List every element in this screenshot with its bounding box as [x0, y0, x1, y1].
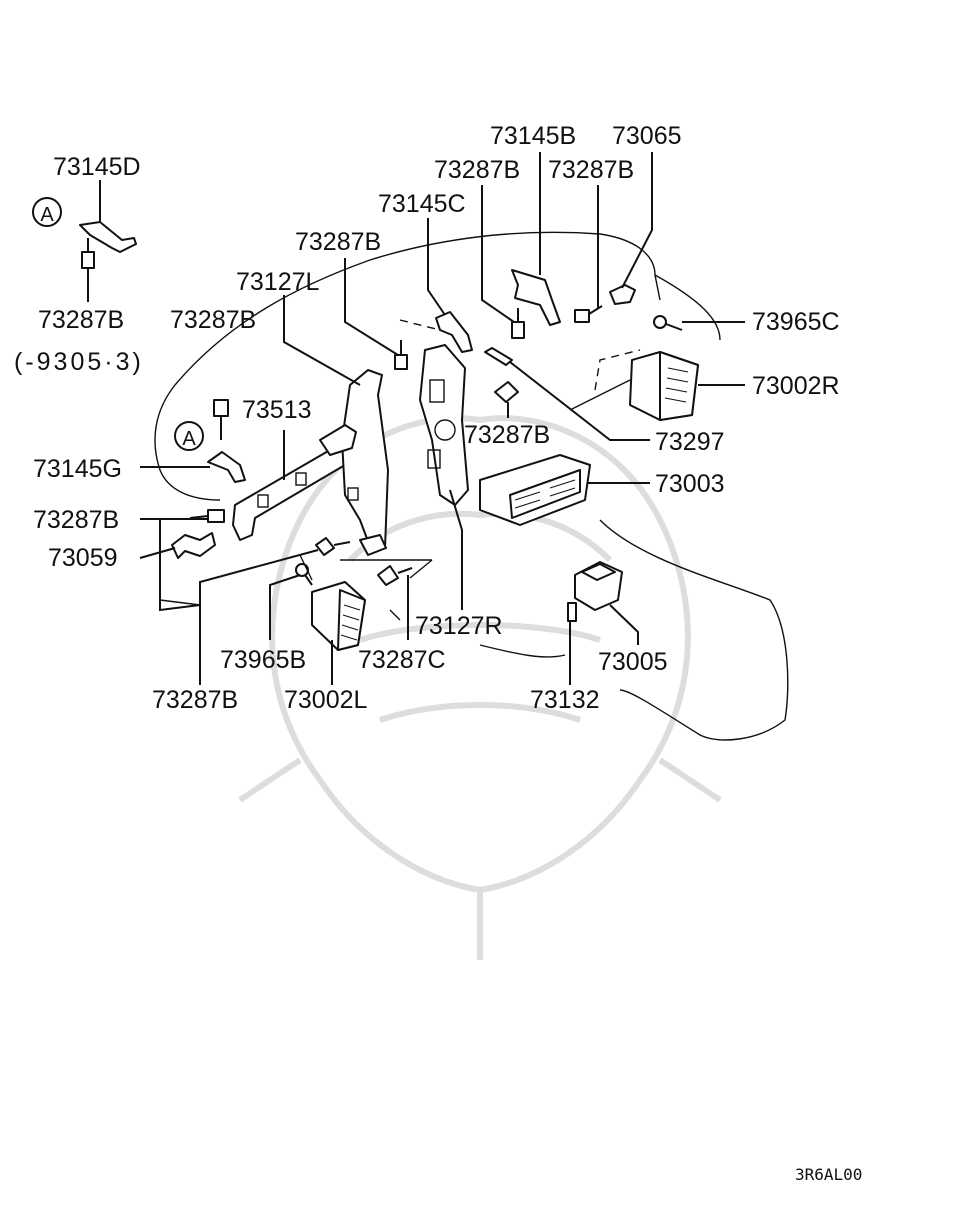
watermark-emblem: [238, 415, 722, 960]
label-73002l: 73002L: [284, 686, 368, 714]
bracket-73127l: [319, 369, 389, 556]
label-73003: 73003: [655, 470, 725, 498]
vent-73002r: [629, 351, 699, 421]
label-73059: 73059: [48, 544, 118, 572]
screw-73287b-e: [574, 305, 603, 323]
screw-73965c: [653, 315, 683, 331]
screw-73287b-g: [189, 509, 225, 523]
label-73287b-d: 73287B: [434, 156, 520, 184]
vent-73003: [479, 454, 591, 526]
label-73965b: 73965B: [220, 646, 306, 674]
label-73145b: 73145B: [490, 122, 576, 150]
screw-73297: [484, 347, 513, 366]
leader-lines: [87, 152, 745, 685]
label-73287b-f: 73287B: [464, 421, 550, 449]
label-73287b-b: 73287B: [170, 306, 256, 334]
bracket-73145c: [435, 311, 473, 353]
bracket-73145b: [511, 269, 561, 326]
label-73002r: 73002R: [752, 372, 840, 400]
bracket-73513: [232, 449, 351, 541]
clip-73059: [171, 532, 216, 559]
label-73065: 73065: [612, 122, 682, 150]
label-73287b-c: 73287B: [295, 228, 381, 256]
vent-73002l: [311, 581, 366, 651]
label-73287b-a: 73287B: [38, 306, 124, 334]
screw-73287b-f: [494, 381, 519, 418]
screw-73287b-h: [315, 537, 351, 556]
label-73005: 73005: [598, 648, 668, 676]
screw-73287b-a: [81, 238, 95, 269]
bracket-73145g: [207, 451, 246, 483]
label-73132: 73132: [530, 686, 600, 714]
clip-73132: [567, 602, 577, 622]
screw-73287c: [377, 565, 413, 586]
label-73127r: 73127R: [415, 612, 503, 640]
bracket-73127r: [419, 344, 469, 506]
callout-a-mid: A: [174, 421, 204, 451]
screw-73287b-d: [511, 308, 525, 339]
box-73005: [574, 561, 623, 611]
screw-73287b-b: [213, 399, 229, 440]
label-73287b-h: 73287B: [152, 686, 238, 714]
dashboard-outline: [154, 231, 789, 741]
label-73287b-g: 73287B: [33, 506, 119, 534]
label-73145d: 73145D: [53, 153, 141, 181]
label-73297: 73297: [655, 428, 725, 456]
callout-a-top: A: [32, 197, 62, 227]
label-73513: 73513: [242, 396, 312, 424]
footnote-date: (-9305·3): [14, 348, 144, 376]
label-73145g: 73145G: [33, 455, 122, 483]
label-73145c: 73145C: [378, 190, 466, 218]
drawing-code: 3R6AL00: [795, 1165, 862, 1184]
svg-text:A: A: [40, 204, 54, 226]
svg-text:A: A: [182, 428, 196, 450]
label-73287b-e: 73287B: [548, 156, 634, 184]
label-73127l: 73127L: [236, 268, 320, 296]
label-73965c: 73965C: [752, 308, 840, 336]
part-labels: 73145D 73287B (-9305·3) 73287B 73127L 73…: [14, 122, 840, 714]
bracket-73145d: [79, 221, 137, 253]
label-73287c: 73287C: [358, 646, 446, 674]
screw-73287b-c: [394, 340, 408, 370]
